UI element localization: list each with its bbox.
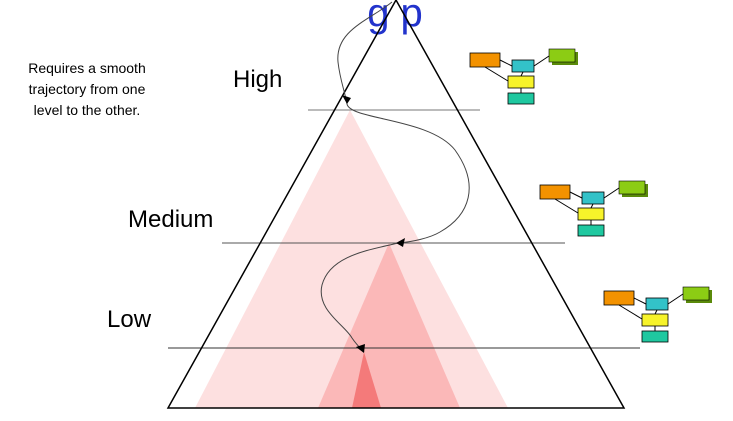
block-diagram-icon-medium [539, 180, 648, 237]
region-medium [318, 243, 460, 408]
title-fragment: g p [367, 0, 423, 35]
outer-triangle [166, 0, 626, 409]
label-low: Low [107, 306, 152, 333]
block-diagram-icon-low [603, 286, 712, 343]
region-high [195, 110, 508, 408]
label-high: High [233, 66, 282, 93]
trajectory-arrow-low [356, 344, 365, 353]
block-diagram-icon-high [469, 48, 578, 105]
label-medium: Medium [128, 206, 213, 233]
note-line-1: Requires a smooth [28, 60, 146, 76]
trajectory-arrow-high [342, 95, 351, 104]
note-line-3: level to the other. [34, 102, 141, 118]
trajectory-arrow-medium [396, 238, 405, 247]
region-low [352, 352, 381, 408]
note-line-2: trajectory from one [29, 81, 146, 97]
trajectory-curve [320, 1, 470, 353]
